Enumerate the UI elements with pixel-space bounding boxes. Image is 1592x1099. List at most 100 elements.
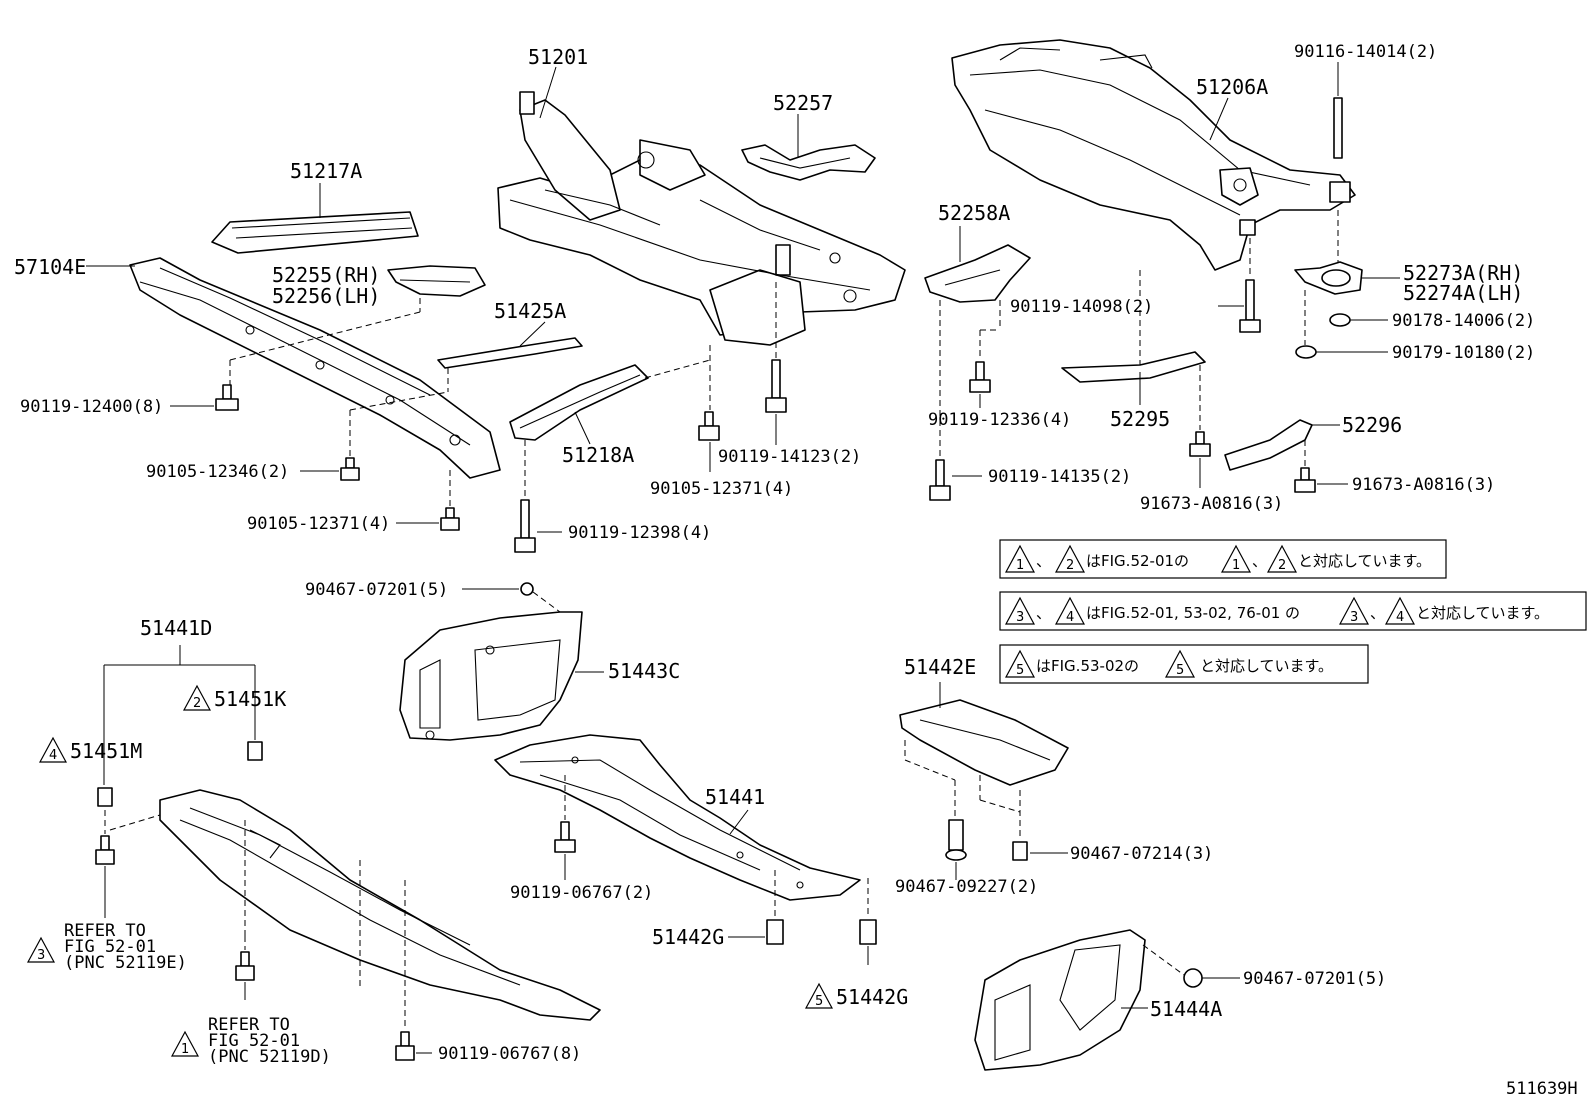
marker-t1-refer: 1 [170,1030,200,1057]
svg-text:5: 5 [1016,663,1024,678]
label-51442G-left: 51442G [652,925,724,949]
clip-90467-09227 [945,819,967,880]
bar-51425A [349,321,583,462]
nut-90105-12346 [300,457,360,481]
label-90467-07201-bottom: 90467-07201(5) [1243,969,1386,989]
cover-51441D [109,789,601,1030]
plate-51217A [211,183,419,254]
nut-90105-12371-mid [698,411,720,472]
label-51443C: 51443C [608,659,680,683]
marker-t4-51451M: 4 [38,736,68,763]
label-51217A: 51217A [290,159,362,183]
svg-text:1: 1 [1232,558,1240,573]
bolt-refer-3 [95,810,115,918]
bracket-52258A [924,226,1031,458]
label-52258A: 52258A [938,201,1010,225]
svg-text:、: 、 [1036,552,1051,570]
figure-id: 511639H [1506,1079,1578,1099]
svg-text:5: 5 [815,994,823,1009]
brace-52296 [1224,419,1340,471]
svg-text:、: 、 [1036,604,1051,622]
bolt-90119-14123 [765,282,787,445]
clip-51451M [97,787,113,807]
svg-text:、: 、 [1252,552,1267,570]
label-90119-12336: 90119-12336(4) [928,410,1071,430]
bolt-91673-A0816-right [1294,467,1348,493]
nut-90179-10180 [1295,345,1388,359]
label-90467-07201-top: 90467-07201(5) [305,580,448,600]
label-91673-A0816-right: 91673-A0816(3) [1352,475,1495,495]
svg-text:2: 2 [1066,558,1074,573]
stud-90116-14014 [1333,62,1343,262]
bolt-90119-06767-bottom [395,1031,432,1061]
label-90119-12400: 90119-12400(8) [20,397,163,417]
svg-text:4: 4 [49,748,57,763]
label-refer1-line3: (PNC 52119D) [208,1047,331,1067]
label-refer1-line2: FIG 52-01 [208,1031,300,1051]
member-57104E [86,257,501,479]
cover-51443C [399,611,604,741]
label-refer3-line1: REFER TO [64,921,146,941]
marker-t3-refer: 3 [26,936,56,963]
bolt-91673-A0816-left [1189,431,1211,488]
label-52256: 52256(LH) [272,284,380,308]
svg-text:4: 4 [1066,610,1074,625]
label-52296: 52296 [1342,413,1402,437]
svg-text:2: 2 [193,696,201,711]
svg-text:1: 1 [181,1042,189,1057]
label-57104E: 57104E [14,255,86,279]
label-51201: 51201 [528,45,588,69]
bolt-90119-12336 [969,361,991,408]
label-91673-A0816-left: 91673-A0816(3) [1140,494,1283,514]
label-90119-14135: 90119-14135(2) [988,467,1131,487]
bolt-90119-14098 [1218,238,1261,333]
label-90105-12371-mid: 90105-12371(4) [650,479,793,499]
label-51218A: 51218A [562,443,634,467]
label-90119-06767-bottom: 90119-06767(8) [438,1044,581,1064]
svg-text:と対応しています。: と対応しています。 [1416,604,1549,622]
stopper-52273A-52274A [1294,261,1400,345]
label-90119-14123: 90119-14123(2) [718,447,861,467]
label-90119-12398: 90119-12398(4) [568,523,711,543]
svg-text:はFIG.53-02の: はFIG.53-02の [1036,657,1139,675]
cover-51444A [974,929,1148,1071]
label-90119-14098: 90119-14098(2) [1010,297,1153,317]
bolt-90119-06767-mid [554,821,576,880]
svg-text:5: 5 [1176,663,1184,678]
bracket-51218A [509,345,711,500]
label-51442E: 51442E [904,655,976,679]
svg-text:と対応しています。: と対応しています。 [1298,552,1431,570]
bolt-90119-14135 [929,459,982,501]
label-refer3-line3: (PNC 52119E) [64,953,187,973]
label-90119-06767-mid: 90119-06767(2) [510,883,653,903]
bracket-52255-52256 [229,265,486,388]
label-90116-14014: 90116-14014(2) [1294,42,1437,62]
svg-text:、: 、 [1370,604,1385,622]
rear-crossmember-51206A [951,39,1356,271]
label-51442G-right: 51442G [836,985,908,1009]
nut-90105-12371-left [396,470,460,531]
label-90467-07214: 90467-07214(3) [1070,844,1213,864]
label-refer3-line2: FIG 52-01 [64,937,156,957]
label-90179-10180: 90179-10180(2) [1392,343,1535,363]
clip-51442G-right [859,919,877,965]
clip-51442G-left [728,919,784,945]
note-box-3: 5 はFIG.53-02の 5 と対応しています。 [999,644,1369,684]
label-51206A: 51206A [1196,75,1268,99]
note-box-1: 1 、 2 はFIG.52-01の 1 、 2 と対応しています。 [999,539,1447,579]
marker-t5-51442G: 5 [804,982,834,1009]
bolt-refer-1 [235,936,255,1000]
label-52295: 52295 [1110,407,1170,431]
svg-text:2: 2 [1278,558,1286,573]
bolt-90119-12400 [170,384,239,411]
bracket-52257 [741,114,876,181]
bolt-90119-12398 [514,499,562,553]
marker-t2-51451K: 2 [182,684,212,711]
label-90105-12346: 90105-12346(2) [146,462,289,482]
cover-51442E [899,682,1069,838]
svg-text:3: 3 [1016,610,1024,625]
svg-text:3: 3 [1350,610,1358,625]
label-90105-12371-left: 90105-12371(4) [247,514,390,534]
label-51441D: 51441D [140,616,212,640]
bracket-line-51441D [103,645,256,785]
